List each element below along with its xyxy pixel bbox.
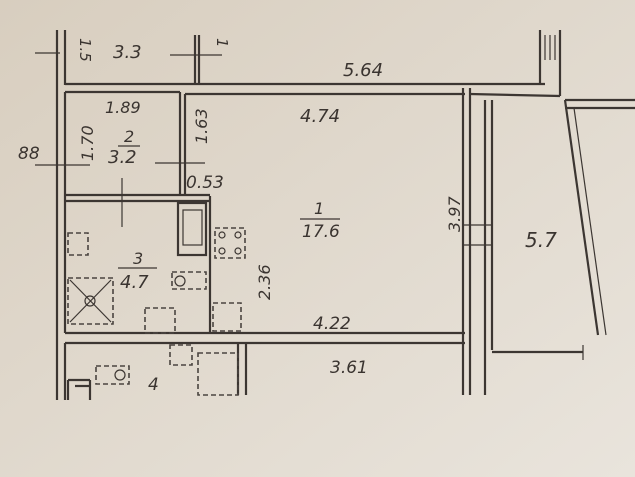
room3-number: 3 bbox=[133, 249, 143, 268]
dim-total-width: 5.64 bbox=[343, 60, 383, 81]
dim-top-corridor: 3.3 bbox=[113, 42, 142, 63]
washer-icon bbox=[144, 307, 176, 334]
dim-bottom-width: 3.61 bbox=[330, 358, 368, 378]
labels: 1.5 3.3 1 5.64 1.89 1.70 88 1.63 0.53 4.… bbox=[18, 38, 557, 395]
stove-icon bbox=[214, 227, 246, 259]
room1-area: 17.6 bbox=[302, 222, 340, 242]
dim-top-left-partial: 1.5 bbox=[76, 38, 94, 62]
dim-room1-width-top: 4.74 bbox=[300, 106, 340, 127]
room2-area: 3.2 bbox=[108, 147, 137, 168]
room1-number: 1 bbox=[314, 199, 324, 218]
room4-number: 4 bbox=[148, 375, 159, 395]
dim-room2-width: 1.89 bbox=[105, 98, 141, 117]
room3-area: 4.7 bbox=[120, 272, 149, 293]
dimension-lines bbox=[35, 52, 340, 269]
cabinet-icon bbox=[197, 352, 239, 396]
dim-left-partial: 88 bbox=[18, 144, 40, 164]
fixtures bbox=[67, 201, 246, 396]
dim-room2-right: 1.63 bbox=[192, 108, 211, 144]
balcony-area: 5.7 bbox=[525, 228, 557, 252]
toilet-icon bbox=[95, 365, 130, 385]
dim-room1-height: 3.97 bbox=[445, 196, 464, 232]
room2-number: 2 bbox=[124, 127, 134, 146]
dim-room1-width-bottom: 4.22 bbox=[313, 314, 351, 334]
dim-top-right-partial: 1 bbox=[213, 38, 231, 48]
sink-icon bbox=[169, 344, 193, 366]
sink-icon bbox=[67, 232, 89, 256]
dim-wall-gap: 0.53 bbox=[186, 173, 224, 193]
dim-kitchen-height: 2.36 bbox=[255, 264, 274, 300]
toilet-icon bbox=[171, 271, 207, 290]
dim-room2-height: 1.70 bbox=[78, 125, 97, 161]
shower-icon bbox=[67, 277, 114, 325]
sink-icon bbox=[212, 302, 242, 332]
bathtub-icon bbox=[176, 201, 208, 257]
